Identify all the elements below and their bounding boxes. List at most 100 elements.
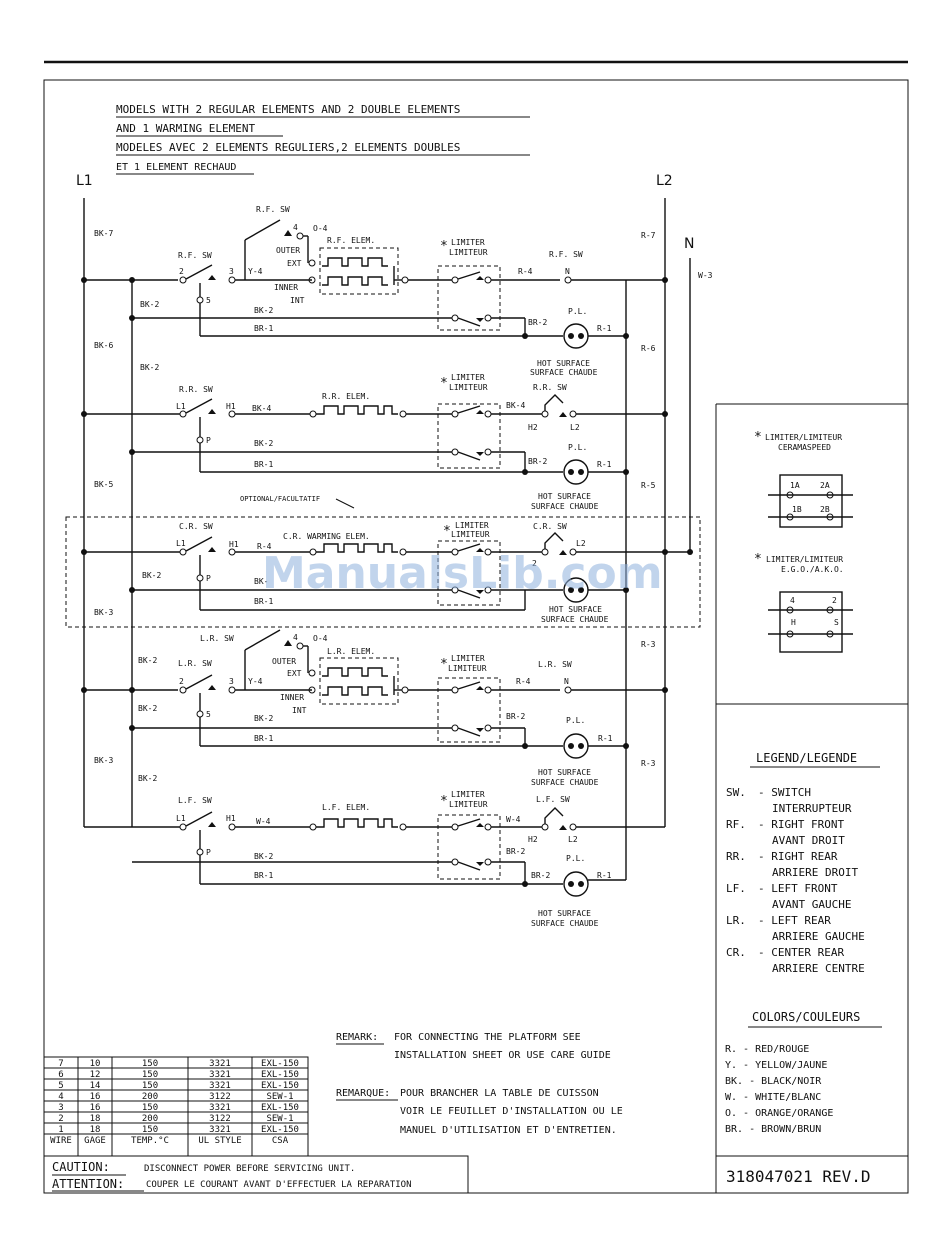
svg-text:P: P <box>206 574 211 583</box>
table-cell: SEW-1 <box>266 1092 293 1102</box>
table-header: UL STYLE <box>198 1136 241 1146</box>
svg-text:2: 2 <box>179 677 184 686</box>
svg-text:LIMITER/LIMITEUR: LIMITER/LIMITEUR <box>765 433 842 442</box>
table-cell: 18 <box>90 1114 101 1124</box>
svg-text:HOT SURFACE: HOT SURFACE <box>538 492 591 501</box>
svg-text:2: 2 <box>179 267 184 276</box>
svg-text:4: 4 <box>293 633 298 642</box>
svg-text:BR-2: BR-2 <box>506 847 525 856</box>
svg-text:*: * <box>440 239 448 254</box>
wire-bk2-f: BK-2 <box>138 774 157 783</box>
colors-key: COLORS/COULEURS R. - RED/ROUGE Y. - YELL… <box>725 1010 882 1135</box>
svg-text:LIMITEUR: LIMITEUR <box>451 530 490 539</box>
svg-text:R-4: R-4 <box>516 677 531 686</box>
svg-text:OUTER: OUTER <box>276 246 300 255</box>
svg-text:L.R. SW: L.R. SW <box>200 634 234 643</box>
table-cell: EXL-150 <box>261 1070 299 1080</box>
svg-text:BR-1: BR-1 <box>254 871 273 880</box>
wire-r5: R-5 <box>641 481 656 490</box>
wire-bk3-b: BK-3 <box>94 756 113 765</box>
svg-text:W-4: W-4 <box>256 817 271 826</box>
svg-text:INNER: INNER <box>274 283 298 292</box>
svg-text:LF.: LF. <box>726 882 746 895</box>
svg-text:H1: H1 <box>226 814 236 823</box>
svg-text:POUR BRANCHER LA TABLE DE CUIS: POUR BRANCHER LA TABLE DE CUISSON <box>400 1088 599 1099</box>
rf-sw-label: R.F. SW <box>178 251 212 260</box>
svg-text:ARRIERE DROIT: ARRIERE DROIT <box>772 866 858 879</box>
table-cell: 200 <box>142 1092 158 1102</box>
svg-text:- CENTER REAR: - CENTER REAR <box>758 946 844 959</box>
wire-bk2-d: BK-2 <box>138 656 157 665</box>
svg-text:O. - ORANGE/ORANGE: O. - ORANGE/ORANGE <box>725 1108 833 1119</box>
svg-text:REMARQUE:: REMARQUE: <box>336 1088 390 1099</box>
watermark: ManualsLib.com <box>262 548 663 599</box>
svg-text:C.R. WARMING ELEM.: C.R. WARMING ELEM. <box>283 532 370 541</box>
remark: REMARK: FOR CONNECTING THE PLATFORM SEE … <box>336 1032 623 1136</box>
svg-text:FOR CONNECTING THE PLATFORM SE: FOR CONNECTING THE PLATFORM SEE <box>394 1032 581 1043</box>
svg-text:L.F. SW: L.F. SW <box>536 795 570 804</box>
svg-text:R. - RED/ROUGE: R. - RED/ROUGE <box>725 1044 809 1055</box>
header-title: MODELS WITH 2 REGULAR ELEMENTS AND 2 DOU… <box>116 103 530 175</box>
table-header: GAGE <box>84 1136 106 1146</box>
svg-text:LIMITEUR: LIMITEUR <box>449 248 488 257</box>
rf-circuit: R.F. SW 2 3 Y-4 R.F. SW 4 O-4 OUTER EXT … <box>81 205 668 377</box>
wire-bk2-b: BK-2 <box>140 363 159 372</box>
svg-text:C.R. SW: C.R. SW <box>533 522 567 531</box>
svg-text:BR-1: BR-1 <box>254 734 273 743</box>
svg-text:MANUEL D'UTILISATION ET D'ENTR: MANUEL D'UTILISATION ET D'ENTRETIEN. <box>400 1125 617 1136</box>
ceramaspeed-limiter-symbol <box>779 474 843 528</box>
svg-text:R-1: R-1 <box>597 460 612 469</box>
svg-text:P.L.: P.L. <box>566 854 585 863</box>
table-cell: EXL-150 <box>261 1081 299 1091</box>
svg-text:ARRIERE CENTRE: ARRIERE CENTRE <box>772 962 865 975</box>
svg-text:S: S <box>834 618 839 627</box>
wire-w3: W-3 <box>698 271 713 280</box>
svg-text:VOIR LE FEUILLET D'INSTALLATIO: VOIR LE FEUILLET D'INSTALLATION OU LE <box>400 1106 623 1117</box>
svg-text:SW.: SW. <box>726 786 746 799</box>
wire-r3-b: R-3 <box>641 759 656 768</box>
svg-text:BR-1: BR-1 <box>254 324 273 333</box>
table-cell: 150 <box>142 1070 158 1080</box>
svg-text:L.R. ELEM.: L.R. ELEM. <box>327 647 375 656</box>
svg-text:- LEFT FRONT: - LEFT FRONT <box>758 882 838 895</box>
svg-text:3: 3 <box>229 267 234 276</box>
svg-text:LIMITER: LIMITER <box>451 373 485 382</box>
svg-text:L1: L1 <box>176 539 186 548</box>
svg-text:LIMITER: LIMITER <box>455 521 489 530</box>
wire-r6: R-6 <box>641 344 656 353</box>
svg-text:E.G.O./A.K.O.: E.G.O./A.K.O. <box>781 565 844 574</box>
svg-text:Y. - YELLOW/JAUNE: Y. - YELLOW/JAUNE <box>725 1060 827 1071</box>
svg-text:L2: L2 <box>576 539 586 548</box>
svg-text:P.L.: P.L. <box>568 307 587 316</box>
svg-text:SURFACE CHAUDE: SURFACE CHAUDE <box>531 502 599 511</box>
svg-text:N: N <box>564 677 569 686</box>
svg-text:BK-4: BK-4 <box>252 404 271 413</box>
optional-box <box>65 516 701 628</box>
svg-text:INNER: INNER <box>280 693 304 702</box>
table-cell: 16 <box>90 1092 101 1102</box>
svg-text:HOT SURFACE: HOT SURFACE <box>538 768 591 777</box>
svg-text:EXT: EXT <box>287 259 302 268</box>
wire-bk6: BK-6 <box>94 341 113 350</box>
svg-text:BR. - BROWN/BRUN: BR. - BROWN/BRUN <box>725 1124 821 1135</box>
svg-text:CR.: CR. <box>726 946 746 959</box>
svg-text:N: N <box>565 267 570 276</box>
rf-elem-label: R.F. ELEM. <box>327 236 375 245</box>
svg-text:L.F. SW: L.F. SW <box>178 796 212 805</box>
svg-text:H2: H2 <box>528 423 538 432</box>
rr-circuit: R.R. SW L1 H1 BK-4 R.R. ELEM. * LIMITER … <box>81 373 668 511</box>
svg-text:RR.: RR. <box>726 850 746 863</box>
title-en-1: MODELS WITH 2 REGULAR ELEMENTS AND 2 DOU… <box>116 103 460 116</box>
svg-text:AVANT GAUCHE: AVANT GAUCHE <box>772 898 851 911</box>
ego-limiter-symbol <box>779 591 843 653</box>
svg-text:SURFACE CHAUDE: SURFACE CHAUDE <box>541 615 609 624</box>
svg-text:LIMITER/LIMITEUR: LIMITER/LIMITEUR <box>766 555 843 564</box>
table-cell: SEW-1 <box>266 1114 293 1124</box>
table-cell: 3321 <box>209 1081 231 1091</box>
svg-text:INT: INT <box>290 296 305 305</box>
table-cell: 3122 <box>209 1092 231 1102</box>
svg-text:BK-2: BK-2 <box>254 439 273 448</box>
svg-text:P.L.: P.L. <box>568 443 587 452</box>
svg-text:LIMITER: LIMITER <box>451 654 485 663</box>
